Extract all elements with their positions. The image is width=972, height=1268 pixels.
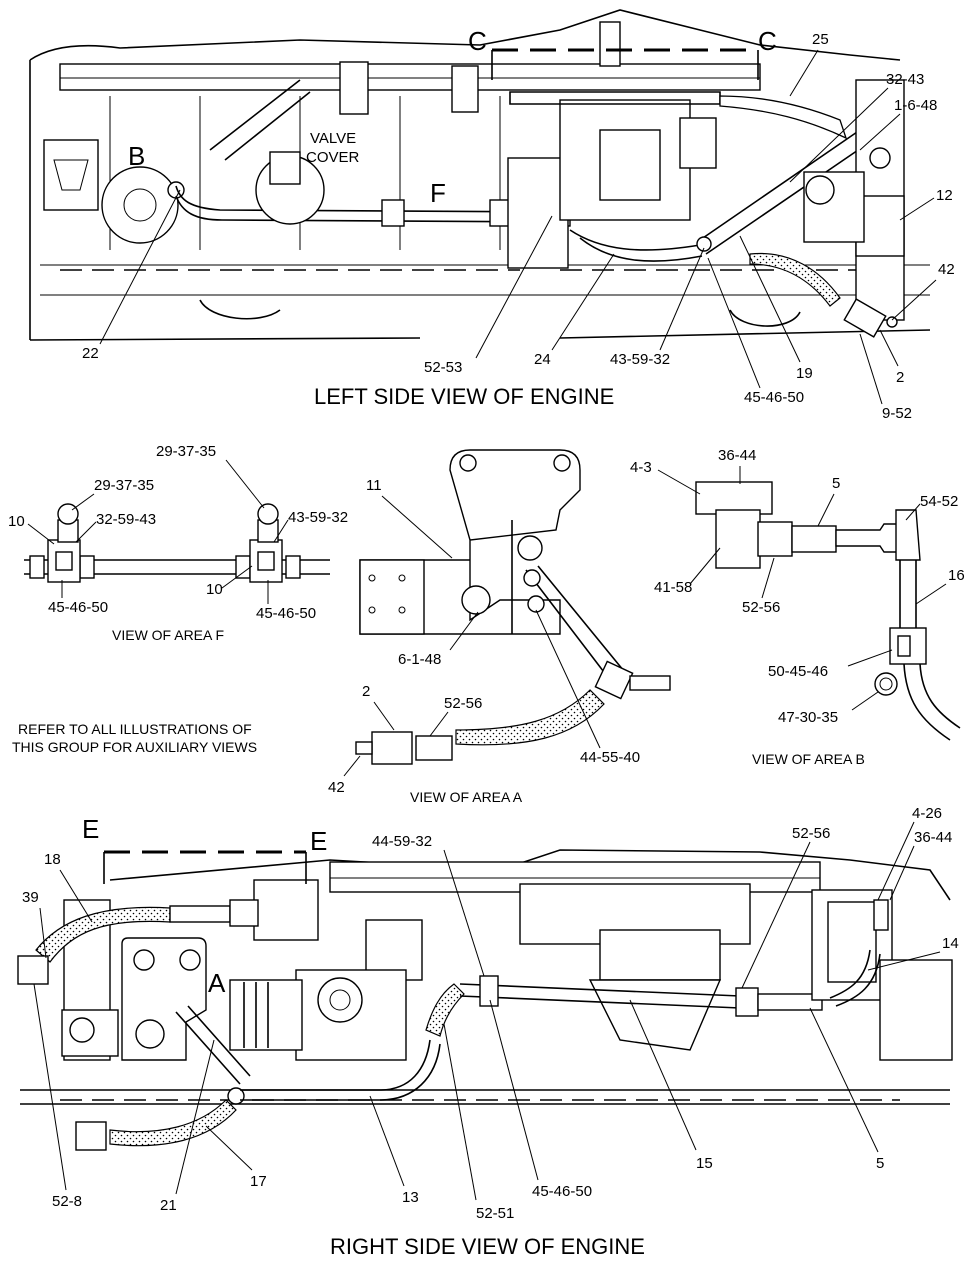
right-view-title: RIGHT SIDE VIEW OF ENGINE — [330, 1234, 645, 1259]
section-letter-c-left: C — [468, 26, 487, 56]
callout-11: 11 — [366, 477, 382, 494]
area-b-view: 4-3 36-44 5 54-52 41-58 52-56 16 50-45-4… — [630, 447, 965, 767]
callout-13: 13 — [402, 1189, 419, 1206]
head-bolts — [59, 21, 761, 115]
callout-9-52: 9-52 — [882, 405, 912, 422]
callout-1-6-48: 1-6-48 — [894, 97, 937, 114]
callout-24: 24 — [534, 351, 551, 368]
callout-15: 15 — [696, 1155, 713, 1172]
callout-52-8: 52-8 — [52, 1193, 82, 1210]
callout-52-56: 52-56 — [742, 599, 780, 616]
area-f-view: 29-37-35 29-37-35 10 32-59-43 43-59-32 1… — [8, 443, 348, 643]
callout-25: 25 — [812, 31, 829, 48]
callout-19: 19 — [796, 365, 813, 382]
callout-32-59-43: 32-59-43 — [96, 511, 156, 528]
section-letter-e-right: E — [310, 826, 327, 856]
callout-45-46-50: 45-46-50 — [744, 389, 804, 406]
callout-50-45-46: 50-45-46 — [768, 663, 828, 680]
callout-14: 14 — [942, 935, 959, 952]
callout-42: 42 — [938, 261, 955, 278]
callout-39: 39 — [22, 889, 39, 906]
callout-41-58: 41-58 — [654, 579, 692, 596]
section-letter-c-right: C — [758, 26, 777, 56]
callout-5: 5 — [876, 1155, 884, 1172]
callout-52-51: 52-51 — [476, 1205, 514, 1222]
fuel-pump-cluster — [507, 91, 721, 269]
callout-16: 16 — [948, 567, 965, 584]
callout-52-56: 52-56 — [792, 825, 830, 842]
note-line1: REFER TO ALL ILLUSTRATIONS OF — [18, 721, 252, 737]
callout-2: 2 — [896, 369, 904, 386]
area-f-title: VIEW OF AREA F — [112, 627, 224, 643]
callout-43-59-32: 43-59-32 — [288, 509, 348, 526]
area-a-title: VIEW OF AREA A — [410, 789, 523, 805]
callout-52-53: 52-53 — [424, 359, 462, 376]
callout-21: 21 — [160, 1197, 177, 1214]
callout-52-56: 52-56 — [444, 695, 482, 712]
section-letter-e-left: E — [82, 814, 99, 844]
left-view-labels: C C B F VALVE COVER 25 32-43 1-6-48 12 4… — [82, 26, 955, 422]
callout-29-37-35-a: 29-37-35 — [94, 477, 154, 494]
section-letter-f: F — [430, 178, 446, 208]
callout-10-b: 10 — [206, 581, 223, 598]
callout-44-59-32: 44-59-32 — [372, 833, 432, 850]
callout-2: 2 — [362, 683, 370, 700]
callout-18: 18 — [44, 851, 61, 868]
area-b-title: VIEW OF AREA B — [752, 751, 865, 767]
left-view-title: LEFT SIDE VIEW OF ENGINE — [314, 384, 614, 409]
callout-36-44: 36-44 — [718, 447, 756, 464]
area-a-view: 11 6-1-48 44-55-40 2 52-56 42 VIEW OF AR… — [328, 449, 671, 805]
callout-42: 42 — [328, 779, 345, 796]
callout-43-59-32: 43-59-32 — [610, 351, 670, 368]
auxiliary-note: REFER TO ALL ILLUSTRATIONS OF THIS GROUP… — [12, 721, 257, 755]
right-view-labels: E E A 18 39 44-59-32 52-56 4-26 36-44 14… — [22, 805, 959, 1259]
callout-6-1-48: 6-1-48 — [398, 651, 441, 668]
callout-32-43: 32-43 — [886, 71, 924, 88]
filter-12 — [803, 79, 905, 321]
callout-17: 17 — [250, 1173, 267, 1190]
valve-cover-label-line1: VALVE — [310, 130, 356, 147]
callout-54-52: 54-52 — [920, 493, 958, 510]
callout-10-a: 10 — [8, 513, 25, 530]
note-line2: THIS GROUP FOR AUXILIARY VIEWS — [12, 739, 257, 755]
callout-44-55-40: 44-55-40 — [580, 749, 640, 766]
callout-4-3: 4-3 — [630, 459, 652, 476]
callout-45-46-50-a: 45-46-50 — [48, 599, 108, 616]
section-letter-a: A — [208, 968, 226, 998]
right-side-view — [17, 849, 953, 1151]
section-letter-b: B — [128, 141, 145, 171]
front-housing-b — [43, 139, 185, 244]
callout-4-26: 4-26 — [912, 805, 942, 822]
callout-36-44: 36-44 — [914, 829, 952, 846]
callout-45-46-50: 45-46-50 — [532, 1183, 592, 1200]
callout-12: 12 — [936, 187, 953, 204]
callout-47-30-35: 47-30-35 — [778, 709, 838, 726]
valve-cover-label-line2: COVER — [306, 149, 360, 166]
callout-5: 5 — [832, 475, 840, 492]
callout-45-46-50-b: 45-46-50 — [256, 605, 316, 622]
left-side-view — [29, 9, 931, 341]
callout-22: 22 — [82, 345, 99, 362]
callout-29-37-35-b: 29-37-35 — [156, 443, 216, 460]
